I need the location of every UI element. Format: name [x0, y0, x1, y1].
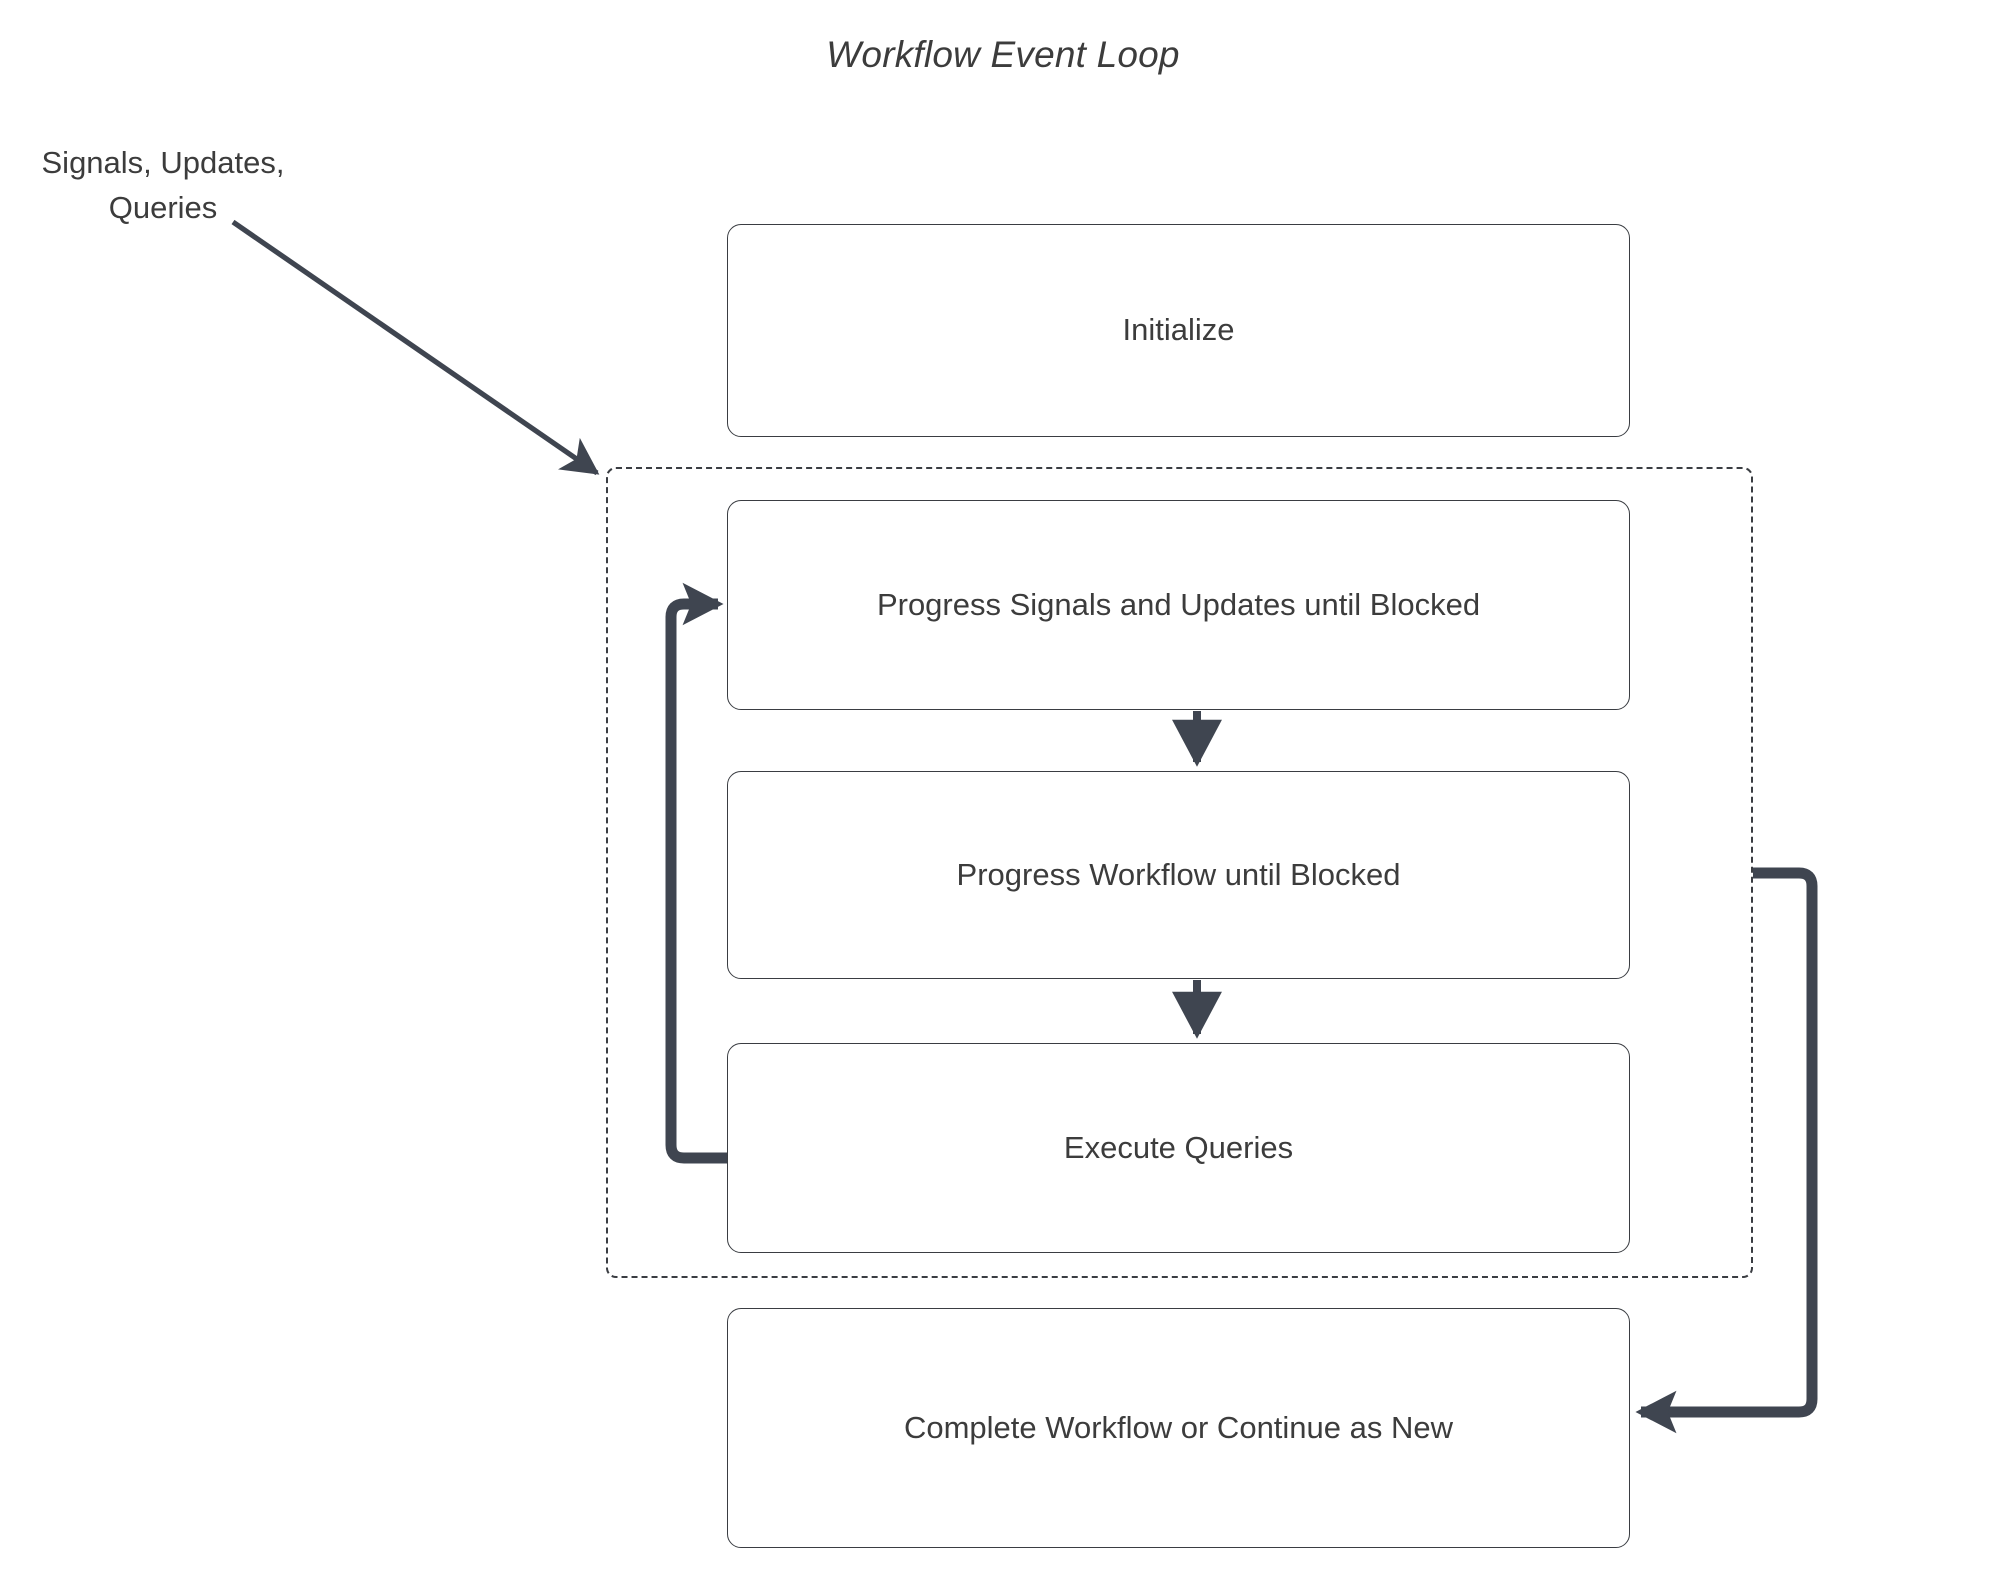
node-complete-label: Complete Workflow or Continue as New [903, 1409, 1454, 1445]
node-execute-queries[interactable]: Execute Queries [727, 1043, 1630, 1253]
node-progress-workflow-until-blocked[interactable]: Progress Workflow until Blocked [727, 771, 1630, 979]
node-initialize-label: Initialize [1122, 312, 1235, 348]
node-progress-signals-and-updates-until-blocked[interactable]: Progress Signals and Updates until Block… [727, 500, 1630, 710]
node-progress-signals-label: Progress Signals and Updates until Block… [876, 586, 1481, 622]
external-input-label-line2: Queries [108, 190, 218, 225]
external-input-label-line1: Signals, Updates, [41, 145, 285, 180]
event-loop-container [606, 467, 1753, 1278]
node-initialize[interactable]: Initialize [727, 224, 1630, 437]
page-title: Workflow Event Loop [826, 34, 1180, 75]
node-complete-workflow-or-continue-as-new[interactable]: Complete Workflow or Continue as New [727, 1308, 1630, 1548]
edge-signals-in [231, 219, 600, 476]
node-execute-queries-label: Execute Queries [1063, 1129, 1294, 1165]
node-progress-workflow-label: Progress Workflow until Blocked [956, 856, 1401, 892]
external-input-label: Signals, Updates, Queries [18, 140, 308, 230]
